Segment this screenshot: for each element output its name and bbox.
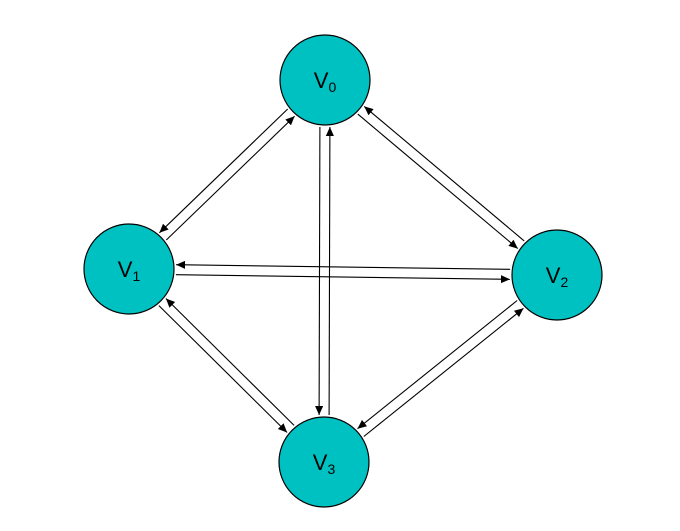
edge-arrow-v1-to-v0 [165, 115, 295, 241]
node-label-v0: V0 [314, 68, 337, 95]
node-label-v2: V2 [546, 263, 569, 290]
edge-arrow-v0-to-v3 [315, 126, 324, 416]
edge-arrow-v3-to-v0 [325, 126, 334, 416]
node-v2: V2 [511, 229, 603, 321]
node-label-subscript: 0 [328, 79, 336, 95]
node-label-subscript: 2 [560, 274, 568, 290]
node-v1: V1 [83, 223, 175, 315]
node-label-subscript: 3 [327, 461, 335, 477]
node-circle-v3 [278, 416, 370, 508]
edge-arrow-v3-to-v2 [363, 307, 524, 437]
node-label-v3: V3 [313, 450, 336, 477]
edge-arrow-v1-to-v3 [158, 305, 288, 433]
edge-arrow-v2-to-v0 [363, 105, 525, 242]
edge-arrow-v0-to-v1 [159, 108, 289, 234]
node-label-v1: V1 [118, 257, 141, 284]
node-v3: V3 [278, 416, 370, 508]
node-circle-v1 [83, 223, 175, 315]
edges-layer [158, 105, 525, 437]
edge-arrow-v1-to-v2 [175, 274, 510, 284]
edge-arrow-v3-to-v1 [165, 298, 295, 426]
edge-arrow-v2-to-v1 [176, 260, 511, 270]
node-label-letter: V [118, 257, 133, 282]
node-circle-v0 [279, 34, 371, 126]
node-label-letter: V [313, 450, 328, 475]
edge-arrow-v0-to-v2 [357, 113, 519, 250]
node-circle-v2 [511, 229, 603, 321]
node-label-letter: V [314, 68, 329, 93]
node-v0: V0 [279, 34, 371, 126]
node-label-letter: V [546, 263, 561, 288]
node-label-subscript: 1 [132, 268, 140, 284]
edge-arrow-v2-to-v3 [357, 300, 518, 430]
